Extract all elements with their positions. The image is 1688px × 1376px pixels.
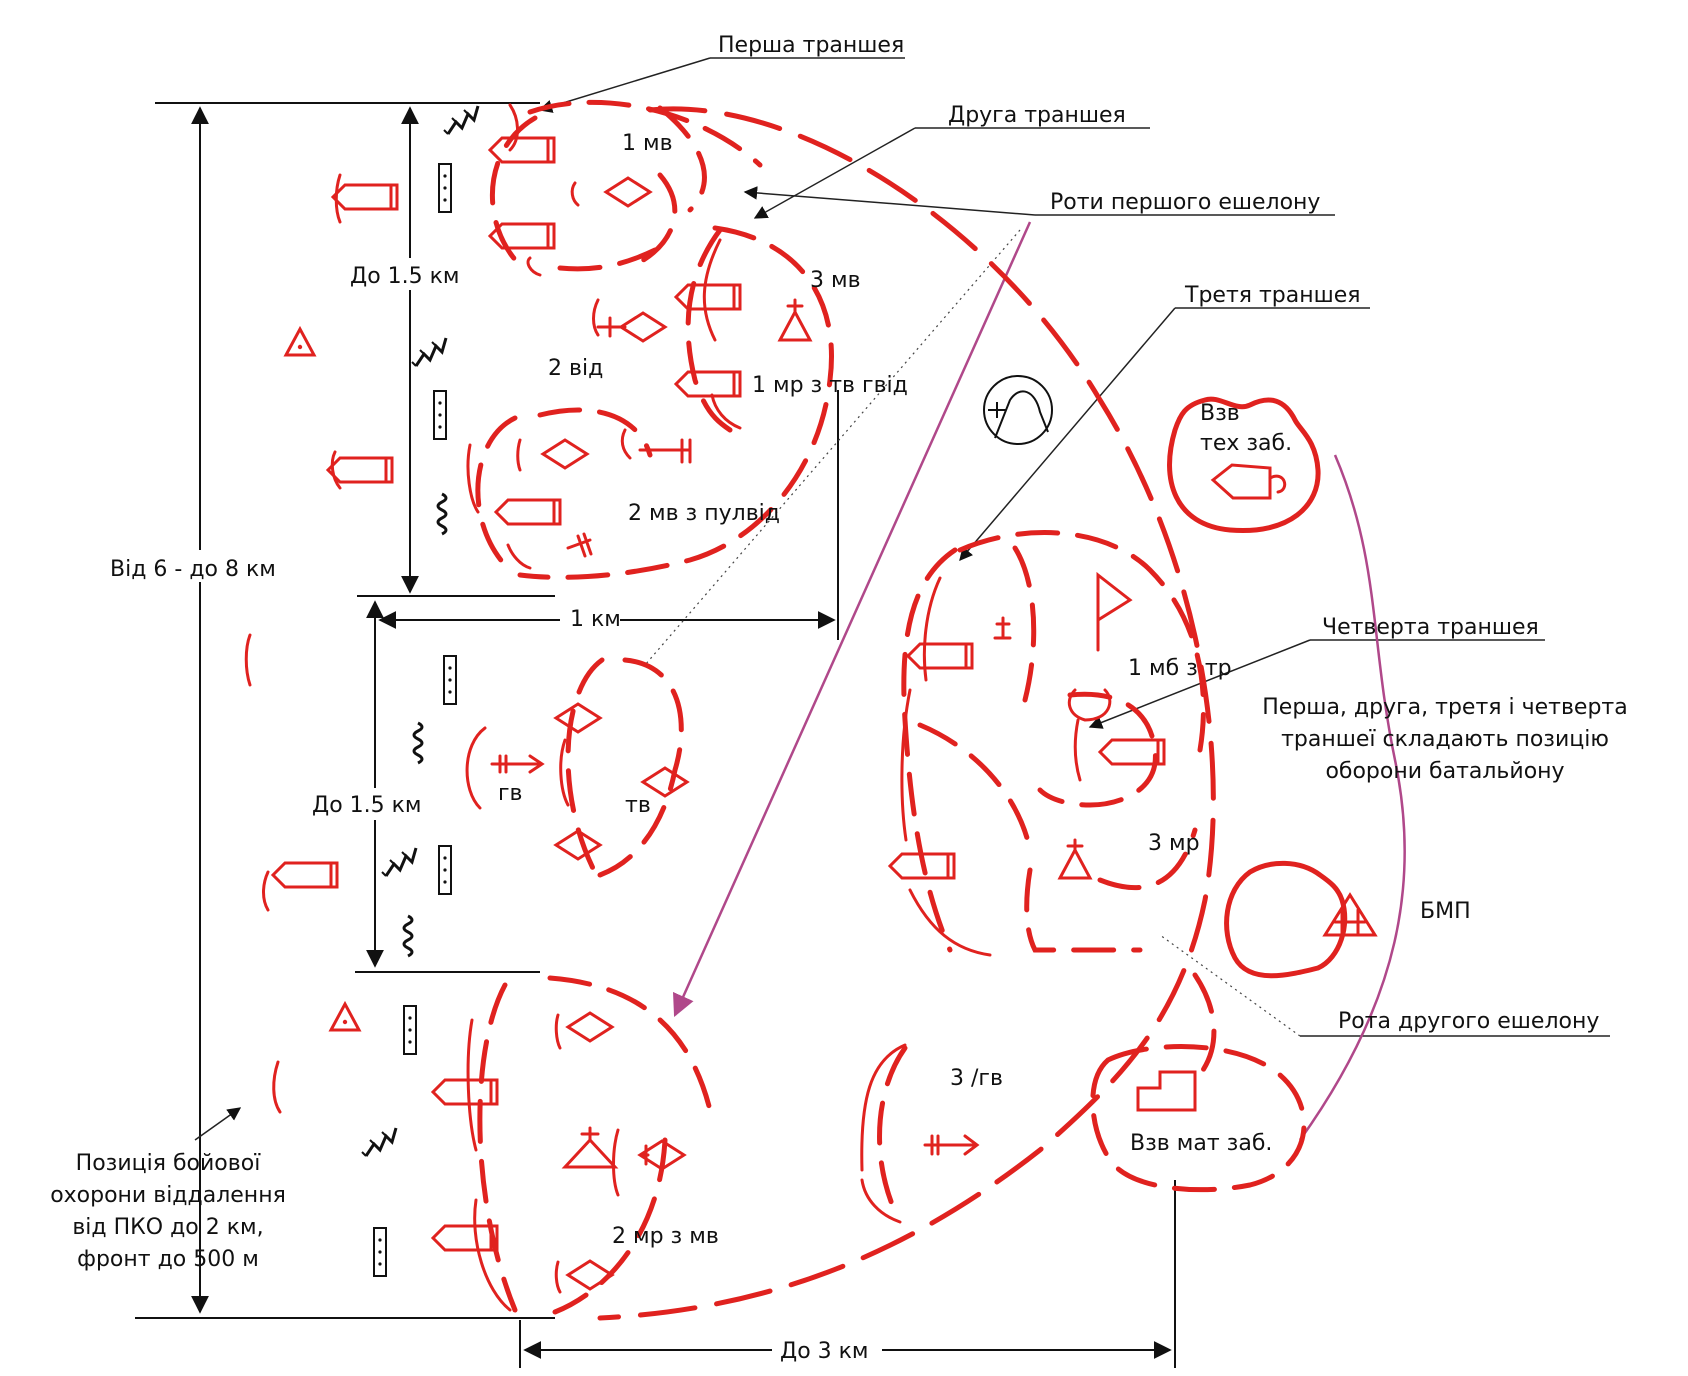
position-outline [527,99,1216,1321]
fourth-trench-label: Четверта траншея [1322,615,1539,640]
unit-vzv-teh-1: Взв [1200,401,1240,426]
bottom-company-group [272,975,713,1315]
third-trench-label: Третя траншея [1184,283,1361,308]
unit-1mr: 1 мр з тв гвід [752,373,908,398]
second-echelon-group [888,530,1206,957]
depth-2-label: До 1.5 км [312,793,422,818]
bmp-symbol [1224,860,1378,979]
unit-3mr: 3 мр [1148,831,1200,856]
security-line-2: охорони віддалення [50,1183,286,1208]
unit-2vid: 2 від [548,356,603,381]
security-line-4: фронт до 500 м [77,1247,259,1272]
unit-1mb: 1 мб з тр [1128,656,1232,681]
third-gv-group [860,1043,980,1224]
positions-note-line-2: траншеї складають позицію [1281,727,1609,752]
width-3-label: До 3 км [780,1339,869,1364]
middle-company-group [244,633,689,912]
unit-2mv: 2 мв з пулвід [628,501,780,526]
unit-vzv-teh-2: тех заб. [1200,431,1292,456]
unit-3gv: 3 /гв [950,1066,1003,1091]
first-company-group [284,103,834,580]
depth-1-label: До 1.5 км [350,264,460,289]
bmp-label: БМП [1420,899,1471,924]
unit-tv: тв [625,793,651,818]
second-echelon-label: Рота другого ешелону [1338,1009,1599,1034]
leader-lines [194,57,1610,1141]
second-trench-label: Друга траншея [948,103,1126,128]
unit-labels: 1 мв 3 мв 2 від 1 мр з тв гвід 2 мв з пу… [498,131,1292,1249]
dimension-labels: Від 6 - до 8 км До 1.5 км До 1.5 км 1 км… [102,258,882,1368]
width-1-label: 1 км [570,607,621,632]
unit-3mv: 3 мв [810,268,861,293]
unit-gv: гв [498,781,523,806]
first-echelon-label: Роти першого ешелону [1050,190,1320,215]
command-post-symbol [983,375,1053,445]
callout-labels: Перша траншея Друга траншея Роти першого… [50,33,1628,1272]
security-line-1: Позиція бойової [76,1151,262,1176]
positions-note-line-1: Перша, друга, третя і четверта [1262,695,1627,720]
positions-note-line-3: оборони батальйону [1325,759,1564,784]
unit-1mv: 1 мв [622,131,673,156]
unit-2mr: 2 мр з мв [612,1224,719,1249]
unit-vzv-mat: Взв мат заб. [1130,1131,1272,1156]
security-line-3: від ПКО до 2 км, [72,1215,263,1240]
tech-support-platoon [1167,396,1321,534]
material-support-platoon [1090,972,1307,1193]
front-total-label: Від 6 - до 8 км [110,557,276,582]
first-trench-label: Перша траншея [718,33,904,58]
